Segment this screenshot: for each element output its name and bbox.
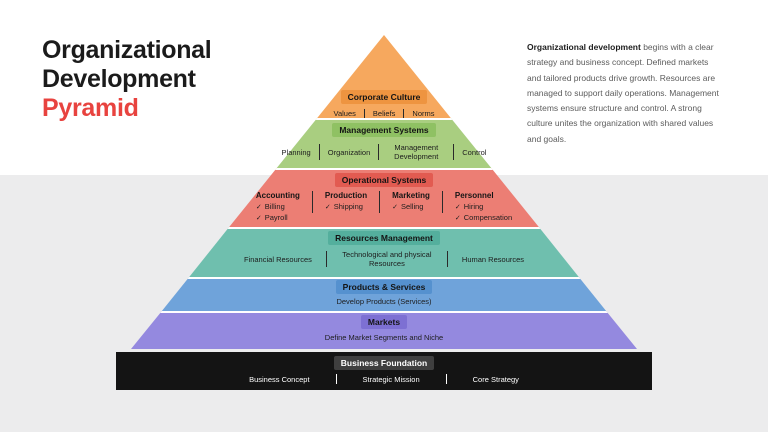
- list-item: Core Strategy: [472, 374, 519, 384]
- layer-corporate-culture: Corporate Culture Values Beliefs Norms: [131, 35, 637, 118]
- column-accounting: Accounting ✓Billing ✓Payroll: [256, 191, 300, 222]
- layer-items-row: Business Concept Strategic Mission Core …: [249, 374, 519, 384]
- check-label: Shipping: [333, 202, 363, 211]
- check-label: Selling: [400, 202, 424, 211]
- layer-title-chip: Operational Systems: [334, 173, 434, 187]
- separator: [445, 374, 447, 384]
- list-item: Strategic Mission: [362, 374, 420, 384]
- title-line-2: Development: [42, 65, 196, 93]
- operational-columns: Accounting ✓Billing ✓Payroll Production …: [256, 191, 512, 222]
- check-item: ✓Payroll: [256, 213, 288, 222]
- page-title: Organizational Development Pyramid: [42, 36, 212, 123]
- list-item: Organization: [327, 147, 371, 157]
- check-item: ✓Shipping: [325, 202, 363, 211]
- list-item: Values: [333, 109, 356, 118]
- layer-items-row: Values Beliefs Norms: [334, 109, 435, 118]
- separator: [453, 144, 455, 161]
- list-item: Human Resources: [461, 254, 525, 264]
- separator: [325, 251, 327, 268]
- pyramid-diagram: Corporate Culture Values Beliefs Norms M…: [116, 35, 652, 390]
- check-label: Compensation: [463, 213, 513, 222]
- separator: [363, 109, 365, 118]
- check-item: ✓Selling: [392, 202, 423, 211]
- layer-resources-management: Resources Management Financial Resources…: [131, 227, 637, 277]
- layer-title-chip: Corporate Culture: [340, 90, 428, 104]
- check-item: ✓Billing: [256, 202, 285, 211]
- column-heading: Production: [324, 191, 368, 200]
- check-label: Hiring: [463, 202, 484, 211]
- list-item: Develop Products (Services): [336, 297, 432, 306]
- layer-items-row: Financial Resources Technological and ph…: [244, 250, 524, 269]
- separator: [311, 191, 313, 213]
- list-item: Business Concept: [249, 374, 310, 384]
- separator: [403, 109, 405, 118]
- check-icon: ✓: [454, 203, 461, 211]
- check-label: Billing: [264, 202, 285, 211]
- separator: [378, 144, 380, 161]
- list-item: Financial Resources: [243, 254, 312, 264]
- column-marketing: Marketing ✓Selling: [392, 191, 430, 211]
- layer-title-chip: Management Systems: [332, 123, 436, 137]
- column-heading: Personnel: [454, 191, 494, 200]
- title-accent: Pyramid: [42, 94, 139, 122]
- check-icon: ✓: [255, 203, 262, 211]
- description-paragraph: Organizational development begins with a…: [527, 40, 723, 147]
- layer-items-row: Planning Organization Management Develop…: [282, 143, 487, 162]
- separator: [379, 191, 381, 213]
- description-body: begins with a clear strategy and busines…: [527, 42, 719, 144]
- column-production: Production ✓Shipping: [325, 191, 367, 211]
- check-label: Payroll: [264, 213, 288, 222]
- layer-markets: Markets Define Market Segments and Niche: [131, 311, 637, 349]
- check-icon: ✓: [255, 214, 262, 222]
- list-item: Beliefs: [372, 109, 396, 118]
- separator: [318, 144, 320, 161]
- list-item: Technological and physical Resources: [342, 250, 432, 269]
- layer-products-services: Products & Services Develop Products (Se…: [131, 277, 637, 311]
- list-item: Norms: [412, 109, 435, 118]
- layer-title-chip: Markets: [360, 315, 408, 329]
- check-icon: ✓: [454, 214, 461, 222]
- column-heading: Accounting: [255, 191, 300, 200]
- separator: [335, 374, 337, 384]
- layer-title-chip: Resources Management: [328, 231, 440, 245]
- list-item: Define Market Segments and Niche: [324, 333, 444, 342]
- check-icon: ✓: [324, 203, 331, 211]
- description-lead: Organizational development: [527, 42, 641, 52]
- layer-management-systems: Management Systems Planning Organization…: [131, 118, 637, 168]
- layer-title-chip: Products & Services: [335, 280, 433, 294]
- title-line-1: Organizational: [42, 36, 212, 64]
- layer-title-chip: Business Foundation: [333, 356, 435, 370]
- separator: [441, 191, 443, 213]
- check-icon: ✓: [392, 203, 398, 211]
- list-item: Management Development: [394, 143, 439, 162]
- column-personnel: Personnel ✓Hiring ✓Compensation: [455, 191, 512, 222]
- column-heading: Marketing: [392, 191, 430, 200]
- list-item: Control: [462, 147, 487, 157]
- layer-operational-systems: Operational Systems Accounting ✓Billing …: [131, 168, 637, 227]
- separator: [446, 251, 448, 268]
- list-item: Planning: [281, 147, 311, 157]
- layer-business-foundation: Business Foundation Business Concept Str…: [116, 352, 652, 390]
- check-item: ✓Compensation: [455, 213, 512, 222]
- check-item: ✓Hiring: [455, 202, 483, 211]
